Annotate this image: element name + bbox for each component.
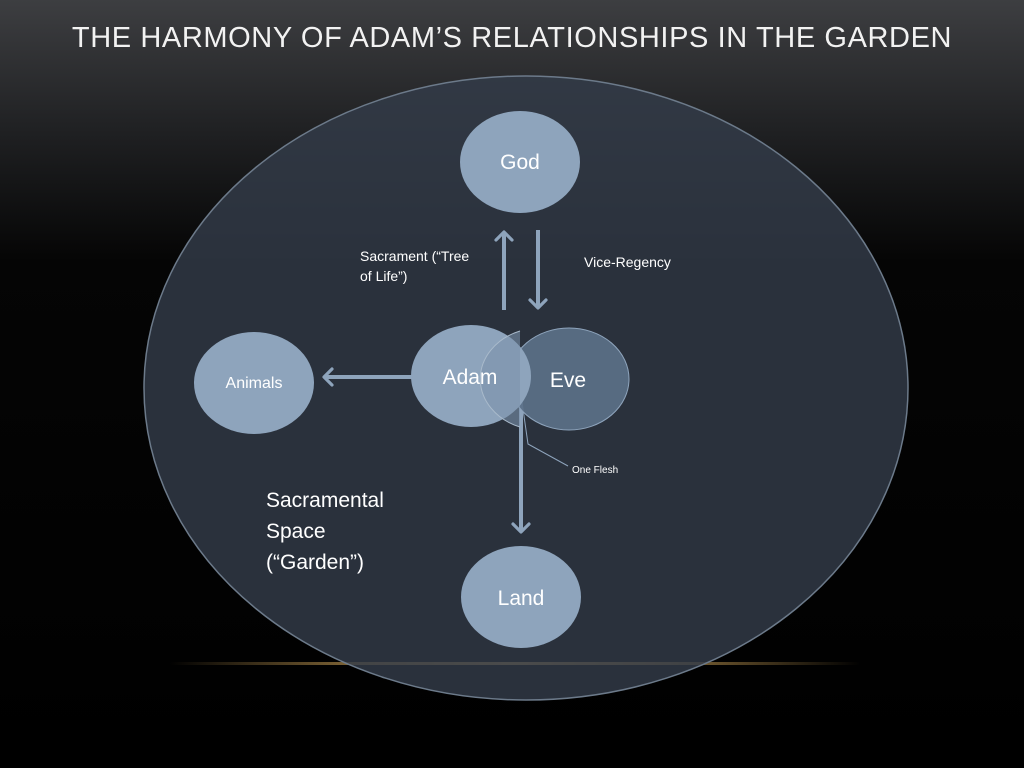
eve-label: Eve <box>549 369 587 392</box>
animals-label: Animals <box>225 375 283 392</box>
sacramental-space-label-line-2: Space <box>266 520 326 543</box>
sacramental-space-label-line-1: Sacramental <box>266 489 384 512</box>
god-label: God <box>500 151 540 174</box>
sacramental-space-label: Sacramental Space (“Garden”) <box>266 485 384 578</box>
animals-node <box>194 332 314 434</box>
land-label: Land <box>497 587 545 610</box>
sacrament-label-line-2: of Life”) <box>360 268 408 284</box>
sacrament-label-line-1: Sacrament (“Tree <box>360 248 470 264</box>
sacrament-label: Sacrament (“Tree of Life”) <box>360 246 469 286</box>
sacramental-space-label-line-3: (“Garden”) <box>266 551 365 574</box>
god-node <box>460 111 580 213</box>
adam-label: Adam <box>442 366 498 389</box>
land-node <box>461 546 581 648</box>
one-flesh-label: One Flesh <box>572 465 619 476</box>
vice-regency-label: Vice-Regency <box>584 254 671 270</box>
adam-eve-overlap-outline <box>479 330 521 428</box>
slide-title: THE HARMONY OF ADAM’S RELATIONSHIPS IN T… <box>71 22 953 54</box>
one-flesh-callout-line <box>521 401 569 467</box>
